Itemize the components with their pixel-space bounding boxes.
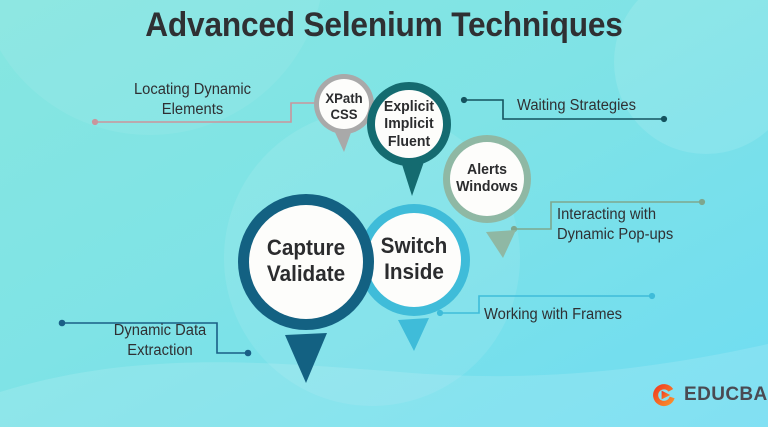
educba-mark-icon (653, 384, 675, 407)
label-working-with-frames: Working with Frames (484, 305, 693, 325)
label-locating-dynamic-elements: Locating Dynamic Elements (105, 80, 281, 121)
label-line: Dynamic Pop-ups (557, 226, 674, 244)
label-interacting-dynamic-popups: Interacting with Dynamic Pop-ups (557, 205, 747, 246)
label-line: Locating Dynamic (133, 81, 252, 98)
label-line: Interacting with (557, 206, 657, 223)
label-line: Elements (161, 101, 224, 119)
label-dynamic-data-extraction: Dynamic Data Extraction (75, 321, 246, 362)
educba-logo-text: EDUCBA (684, 384, 768, 405)
label-line: Working with Frames (484, 306, 623, 323)
label-line: Extraction (127, 342, 193, 360)
educba-logo[interactable]: EDUCBA (650, 381, 768, 409)
label-line: Waiting Strategies (517, 97, 636, 114)
page-title: Advanced Selenium Techniques (145, 6, 623, 44)
label-line: Dynamic Data (113, 322, 207, 339)
label-waiting-strategies: Waiting Strategies (517, 96, 707, 116)
